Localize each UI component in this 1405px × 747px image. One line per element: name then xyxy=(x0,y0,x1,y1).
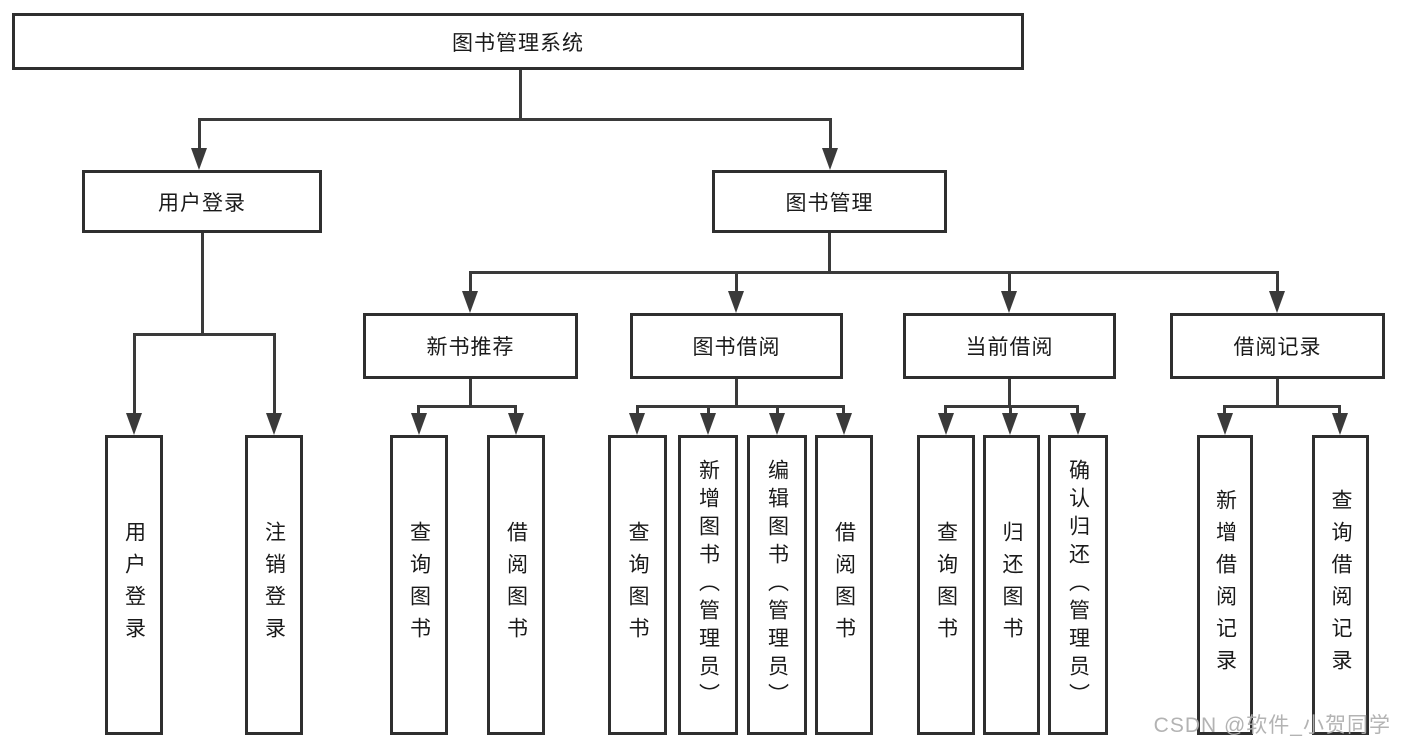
connector-stem-current-borrow xyxy=(1008,271,1011,293)
node-label: 注销登录 xyxy=(262,521,286,649)
connector-stem-leaf xyxy=(842,405,845,415)
leaf-bb-borrow-books: 借阅图书 xyxy=(815,435,873,735)
connector-level2-bus xyxy=(469,271,1279,274)
arrow-down-icon xyxy=(266,413,282,435)
connector-borrow-records-bus xyxy=(1223,405,1341,408)
connector-stem-leaf xyxy=(514,405,517,415)
node-label: 新增借阅记录 xyxy=(1213,489,1237,681)
arrow-down-icon xyxy=(822,148,838,170)
connector-current-borrow-trunk xyxy=(1008,379,1011,407)
connector-stem-leaf xyxy=(636,405,639,415)
arrow-down-icon xyxy=(508,413,524,435)
arrow-down-icon xyxy=(1001,291,1017,313)
leaf-cb-query-books: 查询图书 xyxy=(917,435,975,735)
watermark: CSDN @软件_小贺同学 xyxy=(1153,714,1391,737)
arrow-down-icon xyxy=(126,413,142,435)
leaf-user-login: 用户登录 xyxy=(105,435,163,735)
node-label: 新增图书（管理员） xyxy=(696,459,720,711)
node-label: 查询图书 xyxy=(407,521,431,649)
arrow-down-icon xyxy=(1269,291,1285,313)
connector-book-borrow-bus xyxy=(636,405,845,408)
connector-stem-leaf xyxy=(1223,405,1226,415)
arrow-down-icon xyxy=(1217,413,1233,435)
node-label: 编辑图书（管理员） xyxy=(765,459,789,711)
connector-stem-new-book xyxy=(469,271,472,293)
node-new-book-recommend: 新书推荐 xyxy=(363,313,578,379)
node-label: 当前借阅 xyxy=(965,336,1054,359)
connector-book-management-trunk xyxy=(828,233,831,273)
node-label: 查询图书 xyxy=(934,521,958,649)
connector-stem-leaf xyxy=(1338,405,1341,415)
connector-stem-leaf xyxy=(707,405,710,415)
arrow-down-icon xyxy=(836,413,852,435)
arrow-down-icon xyxy=(191,148,207,170)
arrow-down-icon xyxy=(1070,413,1086,435)
connector-book-borrow-trunk xyxy=(735,379,738,407)
arrow-down-icon xyxy=(629,413,645,435)
leaf-bb-query-books: 查询图书 xyxy=(608,435,667,735)
connector-stem-book-management xyxy=(829,118,832,150)
node-user-login: 用户登录 xyxy=(82,170,322,233)
connector-stem-leaf xyxy=(944,405,947,415)
connector-stem-book-borrow xyxy=(735,271,738,293)
node-label: 借阅图书 xyxy=(504,521,528,649)
leaf-nb-borrow-books: 借阅图书 xyxy=(487,435,545,735)
connector-stem-leaf xyxy=(1009,405,1012,415)
arrow-down-icon xyxy=(700,413,716,435)
node-label: 图书管理 xyxy=(785,191,874,215)
leaf-nb-query-books: 查询图书 xyxy=(390,435,448,735)
node-label: 新书推荐 xyxy=(426,336,515,359)
connector-stem-leaf xyxy=(273,333,276,415)
connector-stem-borrow-records xyxy=(1276,271,1279,293)
node-label: 归还图书 xyxy=(1000,521,1023,649)
leaf-cb-return-books: 归还图书 xyxy=(983,435,1040,735)
connector-new-book-trunk xyxy=(469,379,472,407)
node-label: 借阅记录 xyxy=(1233,336,1322,359)
connector-new-book-bus xyxy=(417,405,517,408)
node-root: 图书管理系统 xyxy=(12,13,1024,70)
node-label: 图书管理系统 xyxy=(452,31,584,55)
node-label: 确认归还（管理员） xyxy=(1066,459,1090,711)
leaf-bb-add-book-admin: 新增图书（管理员） xyxy=(678,435,738,735)
node-book-management: 图书管理 xyxy=(712,170,947,233)
node-label: 借阅图书 xyxy=(832,521,856,649)
node-book-borrow: 图书借阅 xyxy=(630,313,843,379)
connector-stem-leaf xyxy=(1076,405,1079,415)
connector-level1-bus xyxy=(198,118,832,121)
node-label: 查询图书 xyxy=(626,521,649,649)
connector-borrow-records-trunk xyxy=(1276,379,1279,407)
connector-stem-user-login xyxy=(198,118,201,150)
node-label: 查询借阅记录 xyxy=(1329,489,1352,681)
leaf-br-query-record: 查询借阅记录 xyxy=(1312,435,1369,735)
leaf-bb-edit-book-admin: 编辑图书（管理员） xyxy=(747,435,807,735)
arrow-down-icon xyxy=(728,291,744,313)
leaf-br-add-record: 新增借阅记录 xyxy=(1197,435,1253,735)
arrow-down-icon xyxy=(938,413,954,435)
node-label: 图书借阅 xyxy=(692,336,781,359)
leaf-cb-confirm-return-admin: 确认归还（管理员） xyxy=(1048,435,1108,735)
connector-user-login-trunk xyxy=(201,233,204,335)
node-label: 用户登录 xyxy=(158,191,246,215)
connector-root-trunk xyxy=(519,70,522,120)
connector-stem-leaf xyxy=(417,405,420,415)
arrow-down-icon xyxy=(1332,413,1348,435)
arrow-down-icon xyxy=(462,291,478,313)
connector-user-login-bus xyxy=(133,333,276,336)
node-borrow-records: 借阅记录 xyxy=(1170,313,1385,379)
connector-stem-leaf xyxy=(133,333,136,415)
node-current-borrow: 当前借阅 xyxy=(903,313,1116,379)
node-label: 用户登录 xyxy=(122,521,146,649)
leaf-logout: 注销登录 xyxy=(245,435,303,735)
connector-stem-leaf xyxy=(776,405,779,415)
arrow-down-icon xyxy=(411,413,427,435)
arrow-down-icon xyxy=(769,413,785,435)
arrow-down-icon xyxy=(1002,413,1018,435)
